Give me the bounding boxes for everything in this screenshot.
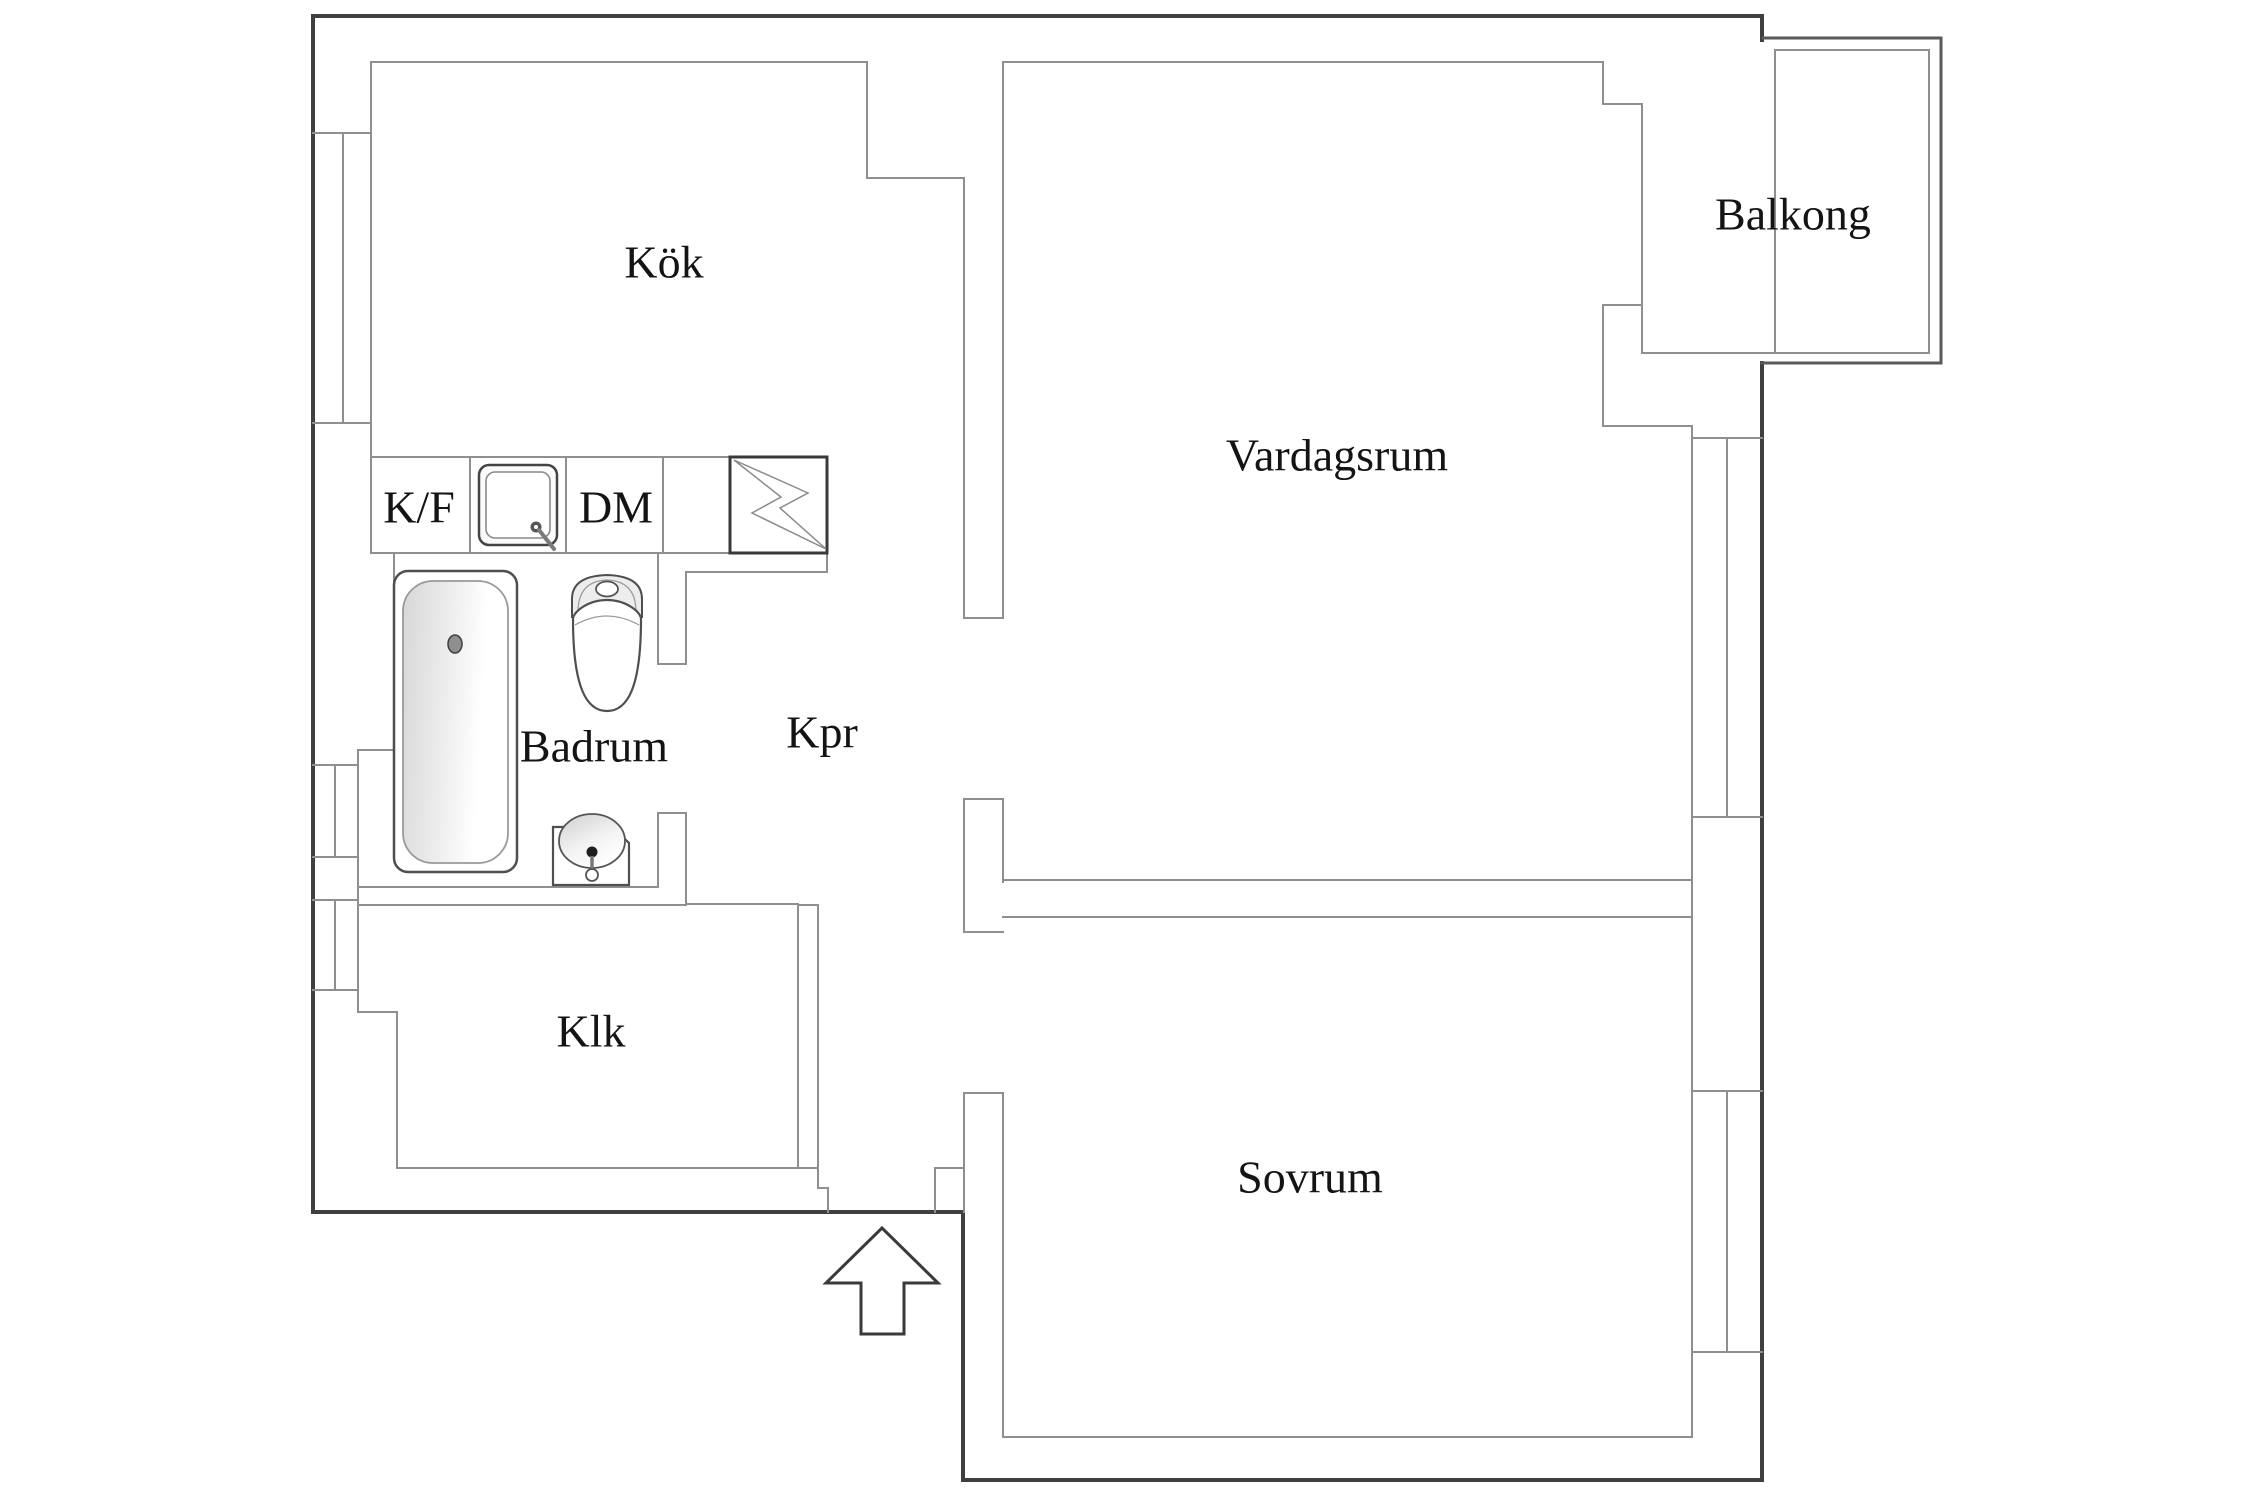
room-label-kok: Kök bbox=[624, 237, 703, 288]
bathtub-icon bbox=[392, 569, 519, 874]
interior-walls bbox=[312, 61, 1763, 1438]
room-label-sovrum: Sovrum bbox=[1237, 1152, 1383, 1203]
kitchen-sink-icon bbox=[477, 463, 559, 551]
outer-walls bbox=[311, 14, 1764, 1482]
toilet-icon bbox=[571, 573, 643, 713]
room-label-kpr: Kpr bbox=[786, 707, 858, 758]
room-label-klk: Klk bbox=[557, 1006, 626, 1057]
appliance-label-fridge-freezer: K/F bbox=[383, 482, 455, 533]
balcony-railing bbox=[1641, 36, 1943, 365]
room-label-badrum: Badrum bbox=[520, 721, 668, 772]
washbasin-icon bbox=[551, 813, 631, 887]
entrance-arrow-icon bbox=[822, 1225, 942, 1336]
stove-icon bbox=[728, 455, 829, 555]
appliance-label-dishwasher: DM bbox=[579, 482, 653, 533]
room-label-vardagsrum: Vardagsrum bbox=[1226, 430, 1448, 481]
room-label-balkong: Balkong bbox=[1715, 189, 1871, 240]
